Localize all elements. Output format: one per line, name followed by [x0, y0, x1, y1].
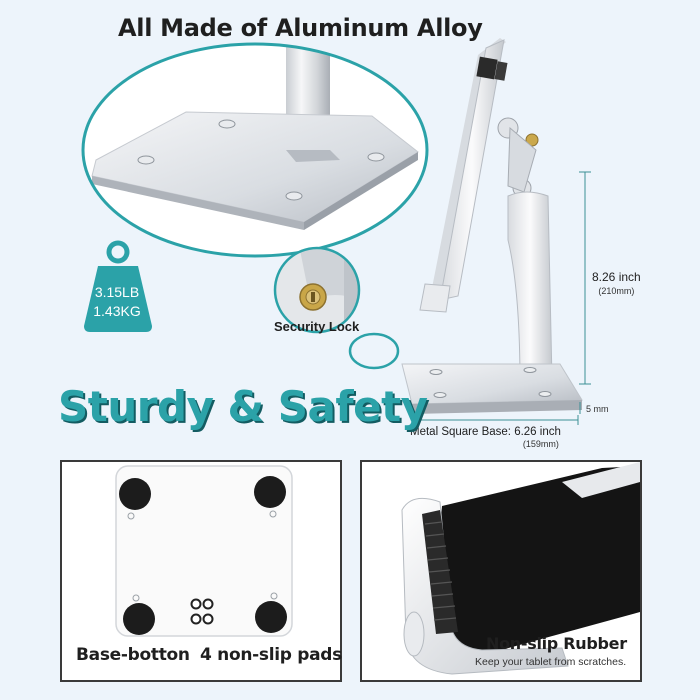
non-slip-pads-caption: 4 non-slip pads — [200, 645, 342, 665]
base-width-dimension: Metal Square Base: 6.26 inch (159mm) — [410, 426, 561, 450]
rubber-illustration — [401, 462, 640, 675]
thickness-dimension: 5 mm — [586, 404, 609, 414]
base-zoom-oval — [81, 42, 429, 258]
base-width-inch: Metal Square Base: 6.26 inch — [410, 426, 561, 438]
rubber-panel — [360, 460, 642, 682]
product-illustration — [81, 38, 591, 425]
base-width-mm: (159mm) — [522, 439, 559, 449]
pad-icon — [123, 603, 155, 635]
weight-lb: 3.15LB — [94, 284, 140, 300]
base-bottom-panel — [60, 460, 342, 682]
pad-icon — [119, 478, 151, 510]
security-lock-label: Security Lock — [274, 319, 360, 334]
weight-tag-icon — [84, 240, 152, 332]
rubber-caption: Non-slip Rubber — [486, 634, 627, 653]
weight-value: 3.15LB 1.43KG — [81, 283, 153, 321]
height-inch: 8.26 inch — [592, 270, 641, 284]
pad-icon — [255, 601, 287, 633]
lock-callout-ring — [348, 332, 400, 370]
pad-icon — [254, 476, 286, 508]
base-bottom-illustration — [115, 465, 293, 637]
height-dimension-line — [579, 171, 591, 385]
base-bottom-caption: Base-botton — [76, 645, 190, 665]
stand-illustration — [401, 38, 583, 414]
rubber-subcaption: Keep your tablet from scratches. — [475, 656, 627, 668]
height-mm: (210mm) — [598, 286, 635, 296]
top-title: All Made of Aluminum Alloy — [118, 14, 483, 42]
headline: Sturdy & Safety — [58, 382, 428, 431]
width-dimension-line — [411, 415, 579, 425]
weight-kg: 1.43KG — [93, 303, 141, 319]
height-dimension: 8.26 inch (210mm) — [592, 270, 641, 298]
screw-holes-icon — [190, 598, 214, 625]
